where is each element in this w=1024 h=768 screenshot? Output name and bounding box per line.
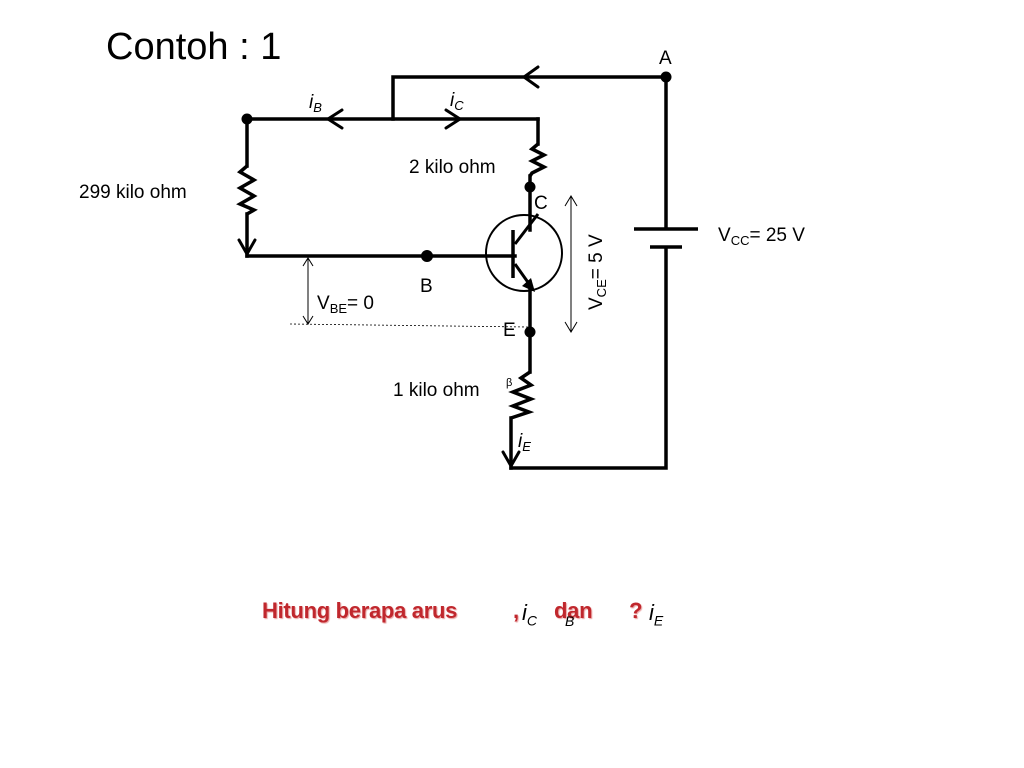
arrow-ic [444,108,463,130]
node-e-label: E [503,320,516,341]
arrow-top-rail [521,65,540,89]
battery-symbol [634,227,698,249]
node-e-dot [524,326,536,338]
node-c-dot [524,181,536,193]
vcc-label: VCC= 25 V [718,225,805,248]
resistor-emitter-mark: β [506,377,512,389]
emitter-arrow-icon [522,278,535,292]
current-arrows [237,65,540,470]
circuit-nodes [241,71,672,338]
resistor-emitter-label: 1 kilo ohm [393,380,480,401]
node-b-dot [421,250,433,262]
slide-title: Contoh : 1 [106,26,282,68]
wire-bottom-rail [509,246,668,470]
vbe-indicator [289,257,529,328]
current-ie-label: iE [518,431,531,454]
node-a-dot [660,71,672,83]
arrow-ie [501,450,521,470]
resistor-collector-label: 2 kilo ohm [409,157,496,178]
node-a-label: A [659,48,672,69]
resistor-collector-symbol [528,142,548,177]
vce-label: VCE= 5 V [586,234,609,310]
arrow-left-down [237,238,257,258]
resistors [236,142,548,420]
wire-top-rail [391,75,668,121]
resistor-emitter-symbol [508,370,536,420]
node-c-label: C [534,193,548,214]
arrow-ib [325,108,344,130]
current-ib-label: iB [309,92,322,115]
node-branch-left-dot [241,113,253,125]
node-b-label: B [420,276,433,297]
current-ic-label: iC [450,90,464,113]
resistor-base-label: 299 kilo ohm [79,182,187,203]
vbe-label: VBE= 0 [317,293,374,316]
transistor-body [485,214,563,292]
transistor-symbol [485,213,563,292]
circuit-wires [245,75,668,470]
resistor-base-symbol [236,164,258,216]
vce-indicator [564,195,578,333]
